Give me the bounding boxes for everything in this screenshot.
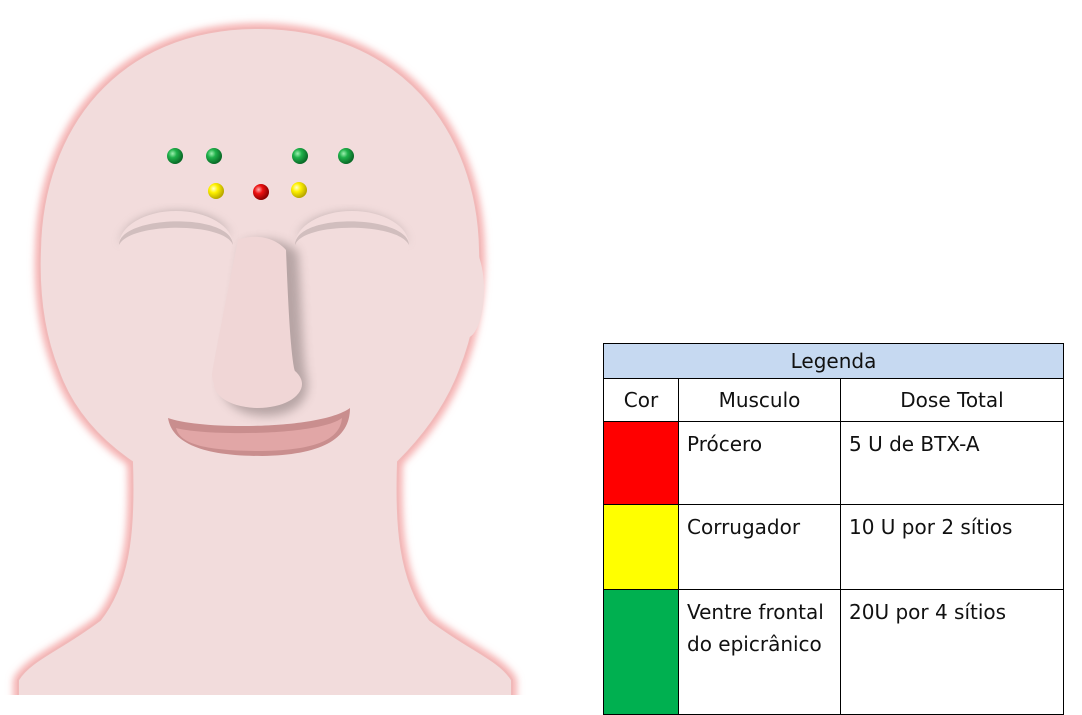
legend-row-corrugator: Corrugador 10 U por 2 sítios <box>604 505 1064 590</box>
legend-title: Legenda <box>604 344 1064 379</box>
left-eye-socket <box>119 211 233 279</box>
legend-row-procerus: Prócero 5 U de BTX-A <box>604 422 1064 505</box>
dose-label: 10 U por 2 sítios <box>841 505 1064 590</box>
procerus-points <box>253 184 269 200</box>
legend-table: Legenda Cor Musculo Dose Total Prócero 5… <box>603 343 1064 715</box>
muscle-label: Corrugador <box>679 505 841 590</box>
header-dose: Dose Total <box>841 379 1064 422</box>
color-swatch-green <box>604 590 679 715</box>
injection-point-frontalis <box>338 148 354 164</box>
color-swatch-red <box>604 422 679 505</box>
right-eye-socket <box>295 211 409 279</box>
right-ear <box>448 242 484 338</box>
muscle-label: Prócero <box>679 422 841 505</box>
legend-row-frontalis: Ventre frontal do epicrânico 20U por 4 s… <box>604 590 1064 715</box>
injection-point-corrugator <box>208 183 224 199</box>
muscle-label: Ventre frontal do epicrânico <box>679 590 841 715</box>
injection-point-frontalis <box>292 148 308 164</box>
dose-label: 5 U de BTX-A <box>841 422 1064 505</box>
left-ear <box>44 242 80 338</box>
face-illustration <box>0 0 560 695</box>
injection-point-corrugator <box>291 182 307 198</box>
header-color: Cor <box>604 379 679 422</box>
dose-label: 20U por 4 sítios <box>841 590 1064 715</box>
color-swatch-yellow <box>604 505 679 590</box>
header-muscle: Musculo <box>679 379 841 422</box>
injection-point-procerus <box>253 184 269 200</box>
injection-point-frontalis <box>167 148 183 164</box>
injection-point-frontalis <box>206 148 222 164</box>
